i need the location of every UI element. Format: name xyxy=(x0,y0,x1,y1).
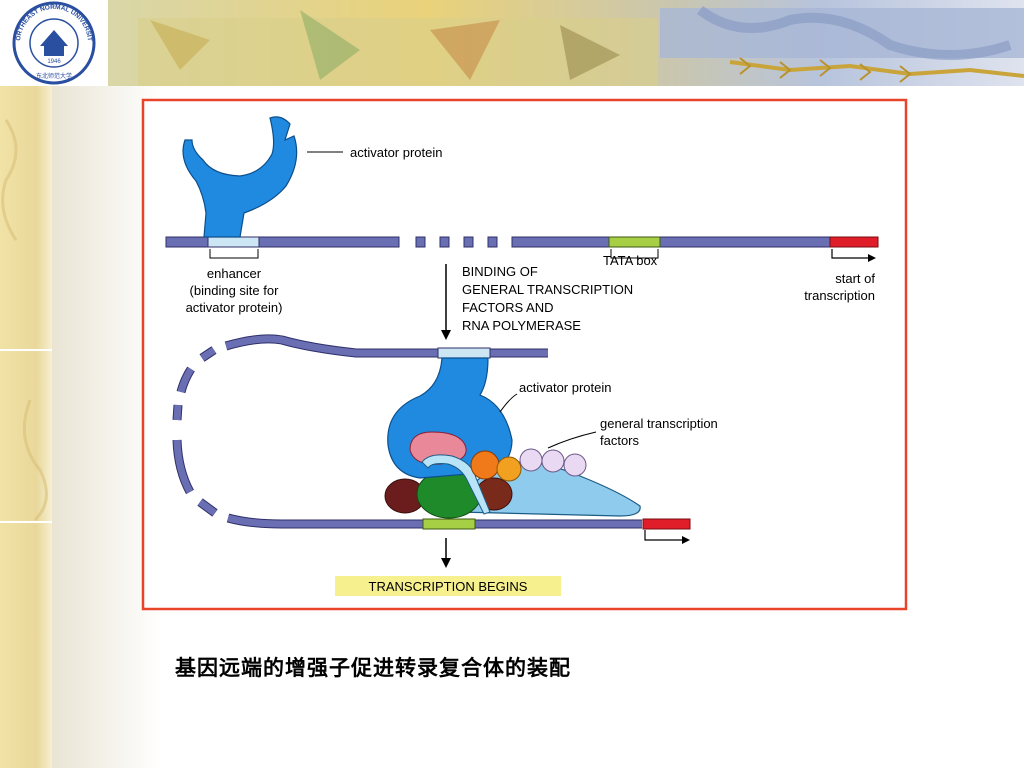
tata-box-bound xyxy=(422,518,476,530)
begins-label: TRANSCRIPTION BEGINS xyxy=(369,579,528,594)
activator-tail xyxy=(421,454,491,515)
binding-label-line: BINDING OF xyxy=(462,264,538,279)
begins-arrow-head xyxy=(441,558,451,568)
start-arrow-bottom xyxy=(644,530,682,541)
start-arrow-top xyxy=(831,249,868,259)
university-logo: 1946 NORTHEAST NORMAL UNIVERSITY 东北师范大学 xyxy=(0,0,108,86)
logo-year: 1946 xyxy=(47,59,61,65)
binding-label-line: RNA POLYMERASE xyxy=(462,318,581,333)
logo-chinese: 东北师范大学 xyxy=(36,72,72,80)
bottom-activator-leader xyxy=(499,393,518,413)
dna-loop xyxy=(172,334,642,529)
gtf-orange-circle xyxy=(470,450,500,480)
start-arrow-top-head xyxy=(868,254,876,262)
enhancer-label-line: enhancer xyxy=(207,266,262,281)
binding-label-line: GENERAL TRANSCRIPTION xyxy=(462,282,633,297)
binding-label-line: FACTORS AND xyxy=(462,300,554,315)
enhancer-label-line: (binding site for xyxy=(190,283,280,298)
start-label-line: transcription xyxy=(804,288,875,303)
enhancer-bracket xyxy=(209,249,259,259)
start-arrow-bottom-head xyxy=(682,536,690,544)
header-banner xyxy=(108,0,1024,86)
enhancer-label-line: activator protein) xyxy=(186,300,283,315)
enhancer-label: enhancer (binding site for activator pro… xyxy=(186,266,283,315)
start-label-line: start of xyxy=(835,271,875,286)
gtf-label-line: factors xyxy=(600,433,640,448)
bottom-activator-label: activator protein xyxy=(519,380,612,395)
tata-bracket xyxy=(610,249,659,259)
gtf-orange-circle xyxy=(496,456,522,482)
gtf-label-line: general transcription xyxy=(600,416,718,431)
gtf-lavender-circle xyxy=(541,449,565,473)
start-label: start of transcription xyxy=(804,271,875,303)
tata-box xyxy=(608,236,661,248)
activator-protein-top xyxy=(182,116,298,238)
gtf-leader xyxy=(547,431,597,449)
gtf-label: general transcription factors xyxy=(600,416,718,448)
start-site-bottom xyxy=(642,518,691,530)
tata-label: TATA box xyxy=(603,253,658,268)
binding-label: BINDING OF GENERAL TRANSCRIPTION FACTORS… xyxy=(462,264,633,333)
slide-caption: 基因远端的增强子促进转录复合体的装配 xyxy=(175,655,571,680)
top-dna-strand xyxy=(165,236,879,248)
top-activator-label: activator protein xyxy=(350,145,443,160)
gtf-lavender-circle xyxy=(519,448,543,472)
begins-highlight xyxy=(335,576,561,596)
binding-arrow-head xyxy=(441,330,451,340)
gtf-lavender-circle xyxy=(563,453,587,477)
enhancer-site-bound xyxy=(437,347,491,359)
enhancer-site xyxy=(207,236,260,248)
